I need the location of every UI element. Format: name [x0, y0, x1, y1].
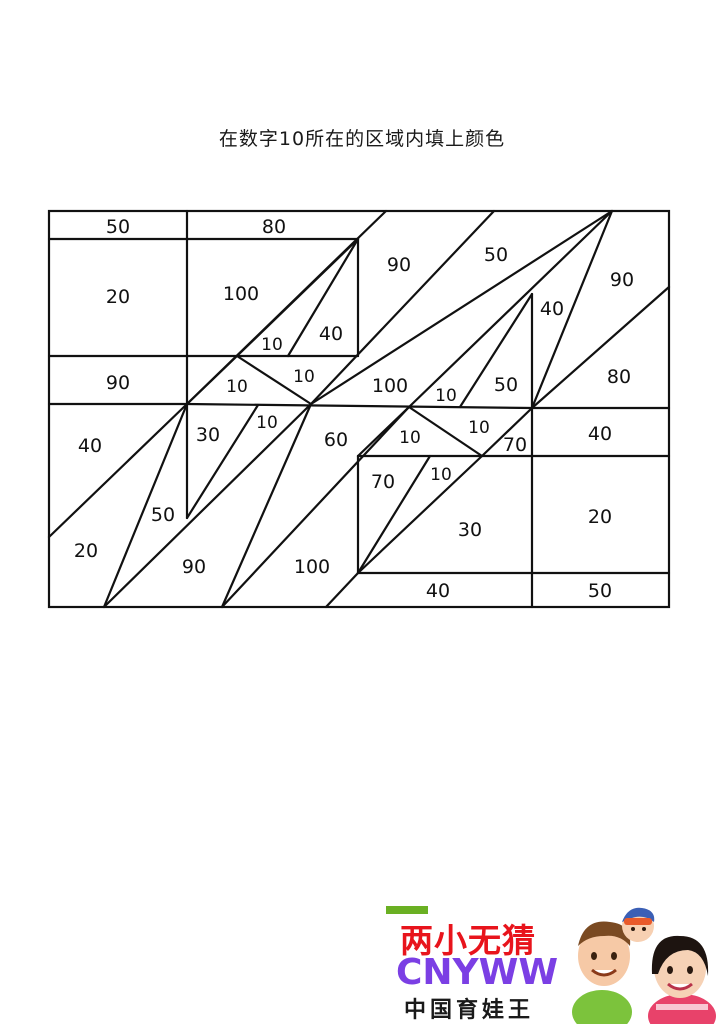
puzzle-line — [185, 402, 534, 410]
logo-accent-bar — [386, 906, 428, 914]
region-label[interactable]: 10 — [399, 428, 421, 448]
region-label[interactable]: 50 — [151, 504, 175, 526]
puzzle-line — [102, 402, 189, 609]
puzzle-line — [480, 406, 534, 458]
region-label[interactable]: 100 — [372, 375, 408, 397]
region-label[interactable]: 10 — [468, 418, 490, 438]
baby-mascot-icon — [622, 907, 655, 942]
region-label[interactable]: 10 — [226, 377, 248, 397]
mascot-group — [572, 907, 716, 1024]
region-label[interactable]: 20 — [588, 506, 612, 528]
logo-chinese-name: 两小无猜 — [400, 921, 536, 960]
puzzle-line — [324, 571, 360, 609]
region-label[interactable]: 80 — [262, 216, 286, 238]
region-label[interactable]: 60 — [324, 429, 348, 451]
puzzle-line — [530, 285, 671, 410]
region-label[interactable]: 80 — [607, 366, 631, 388]
puzzle-line — [220, 405, 411, 609]
region-label[interactable]: 20 — [74, 540, 98, 562]
puzzle-line — [235, 237, 360, 358]
region-label[interactable]: 40 — [78, 435, 102, 457]
puzzle-line — [185, 403, 260, 520]
logo-latin-name: CNYWW — [396, 952, 559, 993]
puzzle-line — [458, 292, 534, 409]
region-label[interactable]: 40 — [588, 423, 612, 445]
puzzle-line — [530, 209, 614, 410]
page-title: 在数字10所在的区域内填上颜色 — [218, 128, 506, 150]
brand-logo: 两小无猜 CNYWW 中国育娃王 — [380, 904, 724, 1024]
region-label[interactable]: 30 — [458, 519, 482, 541]
region-label[interactable]: 40 — [426, 580, 450, 602]
region-label[interactable]: 10 — [293, 367, 315, 387]
region-label[interactable]: 10 — [435, 386, 457, 406]
puzzle-line — [407, 209, 614, 409]
girl-mascot-icon — [648, 935, 716, 1024]
puzzle-line — [185, 354, 239, 406]
logo-tagline: 中国育娃王 — [404, 998, 535, 1023]
coloring-puzzle: 50 80 20 100 10 40 90 50 90 40 90 10 10 … — [47, 209, 671, 609]
region-label[interactable]: 90 — [182, 556, 206, 578]
puzzle-line — [407, 405, 484, 458]
region-label[interactable]: 90 — [610, 269, 634, 291]
region-label[interactable]: 40 — [540, 298, 564, 320]
region-label[interactable]: 30 — [196, 424, 220, 446]
boy-mascot-icon — [572, 921, 632, 1024]
region-label[interactable]: 70 — [503, 434, 527, 456]
region-label[interactable]: 100 — [223, 283, 259, 305]
region-label[interactable]: 100 — [294, 556, 330, 578]
region-label[interactable]: 50 — [494, 374, 518, 396]
puzzle-line — [286, 237, 360, 358]
puzzle-line — [309, 209, 614, 406]
region-label[interactable]: 70 — [371, 471, 395, 493]
region-labels: 50 80 20 100 10 40 90 50 90 40 90 10 10 … — [74, 216, 634, 602]
puzzle-line — [47, 402, 189, 539]
region-label[interactable]: 10 — [430, 465, 452, 485]
region-label[interactable]: 90 — [387, 254, 411, 276]
puzzle-line — [356, 454, 484, 575]
region-label[interactable]: 50 — [106, 216, 130, 238]
region-label[interactable]: 90 — [106, 372, 130, 394]
puzzle-lines — [47, 209, 671, 609]
puzzle-line — [102, 402, 313, 609]
puzzle-line — [220, 402, 313, 609]
region-label[interactable]: 10 — [261, 335, 283, 355]
region-label[interactable]: 40 — [319, 323, 343, 345]
region-label[interactable]: 50 — [484, 244, 508, 266]
region-label[interactable]: 20 — [106, 286, 130, 308]
puzzle-line — [356, 454, 432, 575]
region-label[interactable]: 10 — [256, 413, 278, 433]
puzzle-line — [309, 209, 496, 406]
puzzle-line — [235, 354, 313, 406]
region-label[interactable]: 50 — [588, 580, 612, 602]
